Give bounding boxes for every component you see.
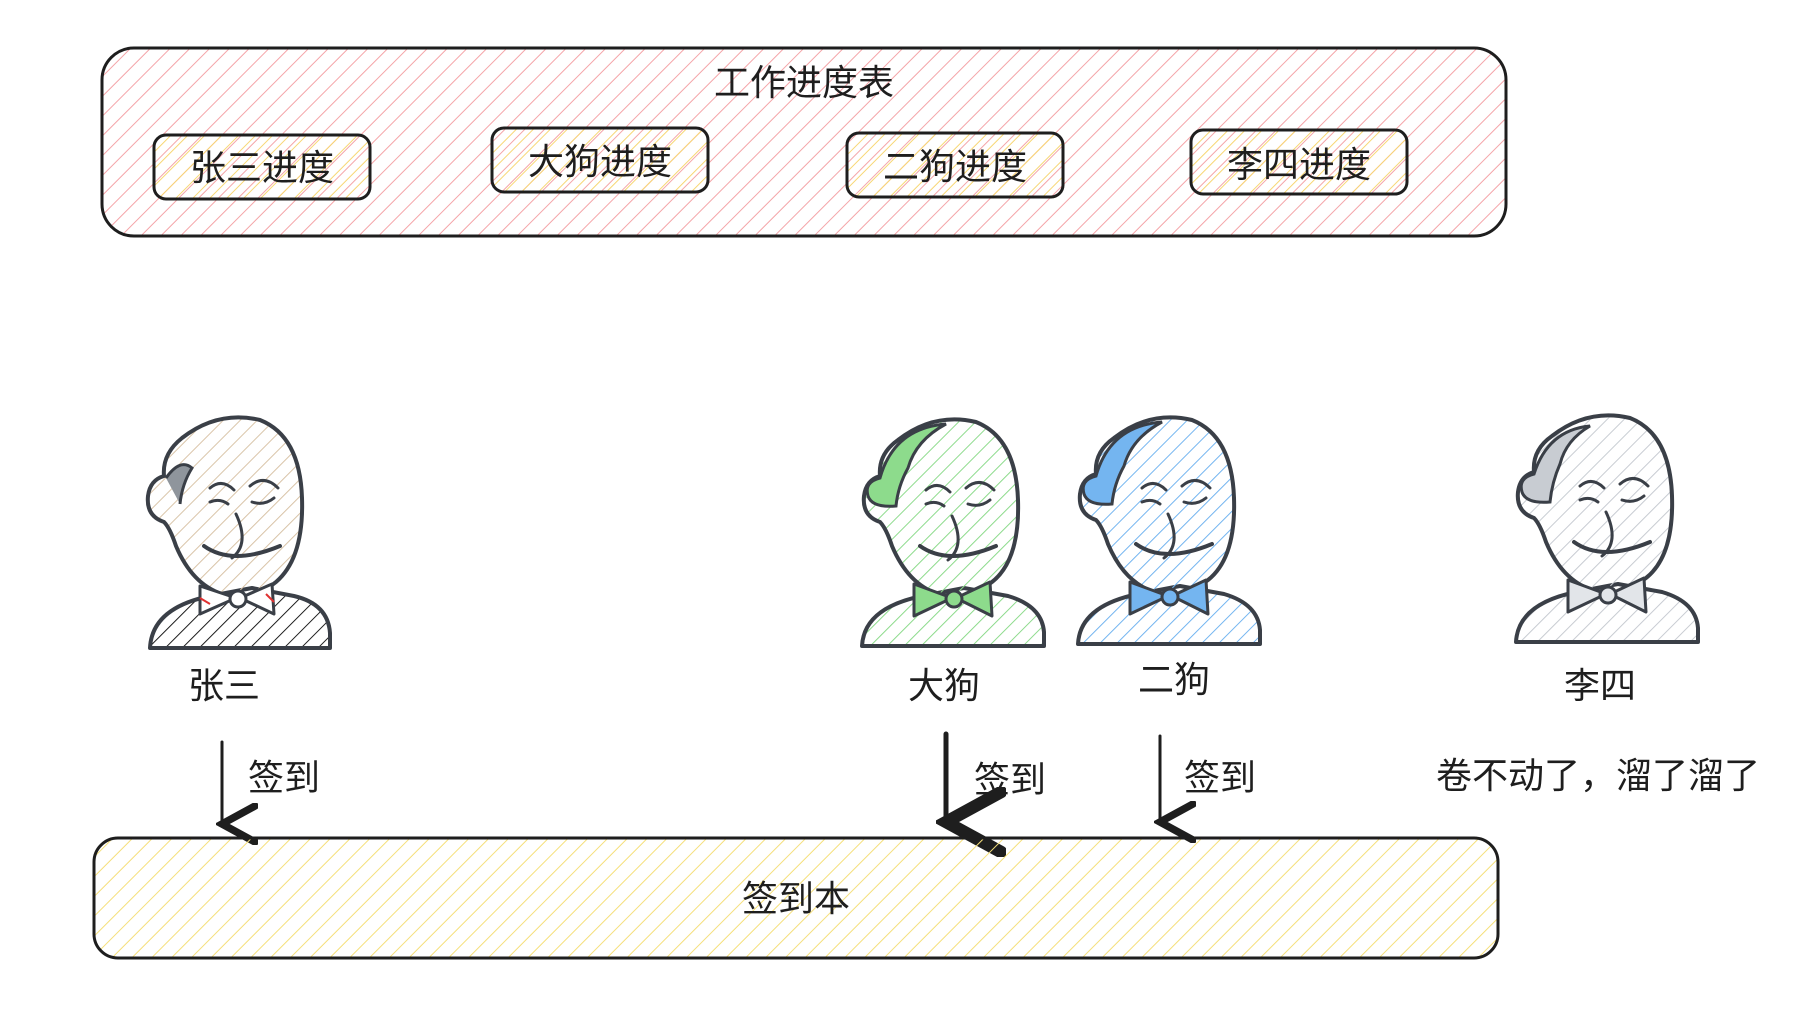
progress-chip-label: 大狗进度 [528,142,672,183]
checkin-book-frame [92,836,1500,960]
checkin-book: 签到本 [92,836,1500,960]
checkin-book-label: 签到本 [742,879,850,920]
progress-chip-ergou[interactable]: 二狗进度 [845,131,1065,199]
progress-chip-lisi[interactable]: 李四进度 [1189,128,1409,196]
progress-chip-frame [152,133,372,201]
progress-chip-zhangsan[interactable]: 张三进度 [152,133,372,201]
person-avatar-icon [1076,415,1262,646]
checkin-arrow-dagou: 签到 [946,731,1046,822]
progress-chip-frame [490,126,710,194]
checkin-label: 签到 [974,760,1046,801]
person-name: 张三 [188,666,260,707]
checkin-label: 签到 [1184,758,1256,799]
person-dagou: 大狗 [860,417,1046,707]
progress-board-frame [100,46,1508,238]
progress-board-title: 工作进度表 [714,63,894,104]
lisi-note: 卷不动了，溜了溜了 [1436,756,1760,797]
person-zhangsan: 张三 [145,415,332,707]
person-avatar-icon [860,417,1046,648]
progress-chip-frame [845,131,1065,199]
person-avatar-icon [145,415,332,650]
progress-chip-dagou[interactable]: 大狗进度 [490,126,710,194]
progress-chip-frame [1189,128,1409,196]
progress-chip-label: 二狗进度 [883,147,1027,188]
person-avatar-icon [1514,413,1700,644]
progress-chip-label: 李四进度 [1227,145,1371,186]
person-name: 大狗 [908,666,980,707]
checkin-label: 签到 [248,758,320,799]
person-ergou: 二狗 [1076,415,1262,701]
checkin-arrow-ergou: 签到 [1160,734,1256,822]
progress-board: 工作进度表 张三进度 大狗进度 二狗进度 李四进度 [100,46,1508,238]
checkin-arrow-zhangsan: 签到 [222,740,320,824]
person-name: 二狗 [1138,660,1210,701]
progress-chip-label: 张三进度 [190,148,334,189]
person-lisi: 李四 [1514,413,1700,707]
person-name: 李四 [1564,666,1636,707]
